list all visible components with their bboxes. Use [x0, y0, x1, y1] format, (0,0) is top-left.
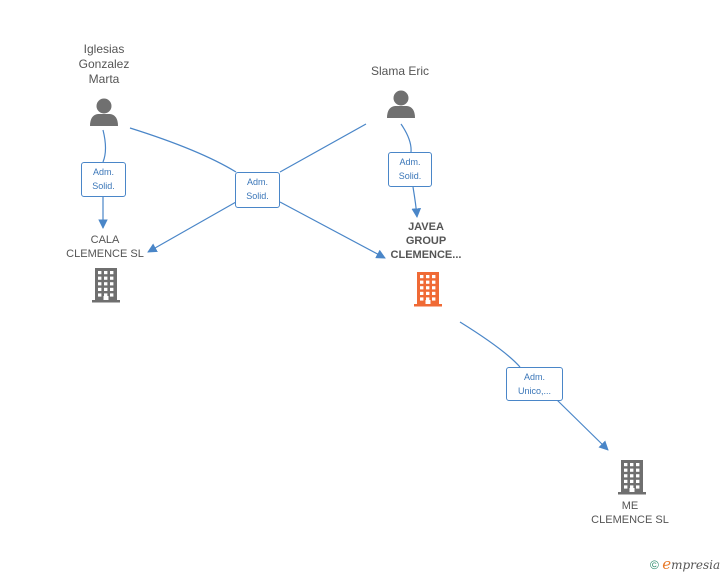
- building-icon-javea[interactable]: [414, 272, 442, 307]
- brand-watermark: © empresia: [650, 555, 720, 573]
- edge-label-iglesias-cala[interactable]: Adm. Solid.: [81, 162, 126, 197]
- person-label-iglesias[interactable]: Iglesias Gonzalez Marta: [78, 42, 130, 86]
- edge-line-iglesias-javea: [129, 127, 385, 258]
- building-icon-me[interactable]: [618, 460, 646, 495]
- copyright-icon: ©: [650, 558, 659, 572]
- company-label-javea[interactable]: JAVEA GROUP CLEMENCE...: [390, 221, 462, 261]
- edge-label-shared[interactable]: Adm. Solid.: [235, 172, 280, 208]
- company-label-cala[interactable]: CALA CLEMENCE SL: [66, 234, 144, 260]
- edge-label-javea-me[interactable]: Adm. Unico,...: [506, 367, 563, 401]
- person-icon-iglesias[interactable]: [90, 98, 118, 127]
- edge-label-slama-javea[interactable]: Adm. Solid.: [388, 152, 432, 187]
- brand-logo-text: mpresia: [671, 558, 721, 572]
- person-label-slama[interactable]: Slama Eric: [370, 64, 429, 78]
- brand-logo-letter: e: [662, 555, 672, 573]
- person-icon-slama[interactable]: [387, 90, 415, 119]
- building-icon-cala[interactable]: [92, 268, 120, 303]
- edge-line-javea-me: [459, 321, 608, 450]
- edge-line-slama-javea: [400, 123, 417, 217]
- edge-line-iglesias-cala: [103, 129, 106, 228]
- company-label-me[interactable]: ME CLEMENCE SL: [591, 500, 669, 526]
- edge-line-slama-cala: [148, 123, 367, 252]
